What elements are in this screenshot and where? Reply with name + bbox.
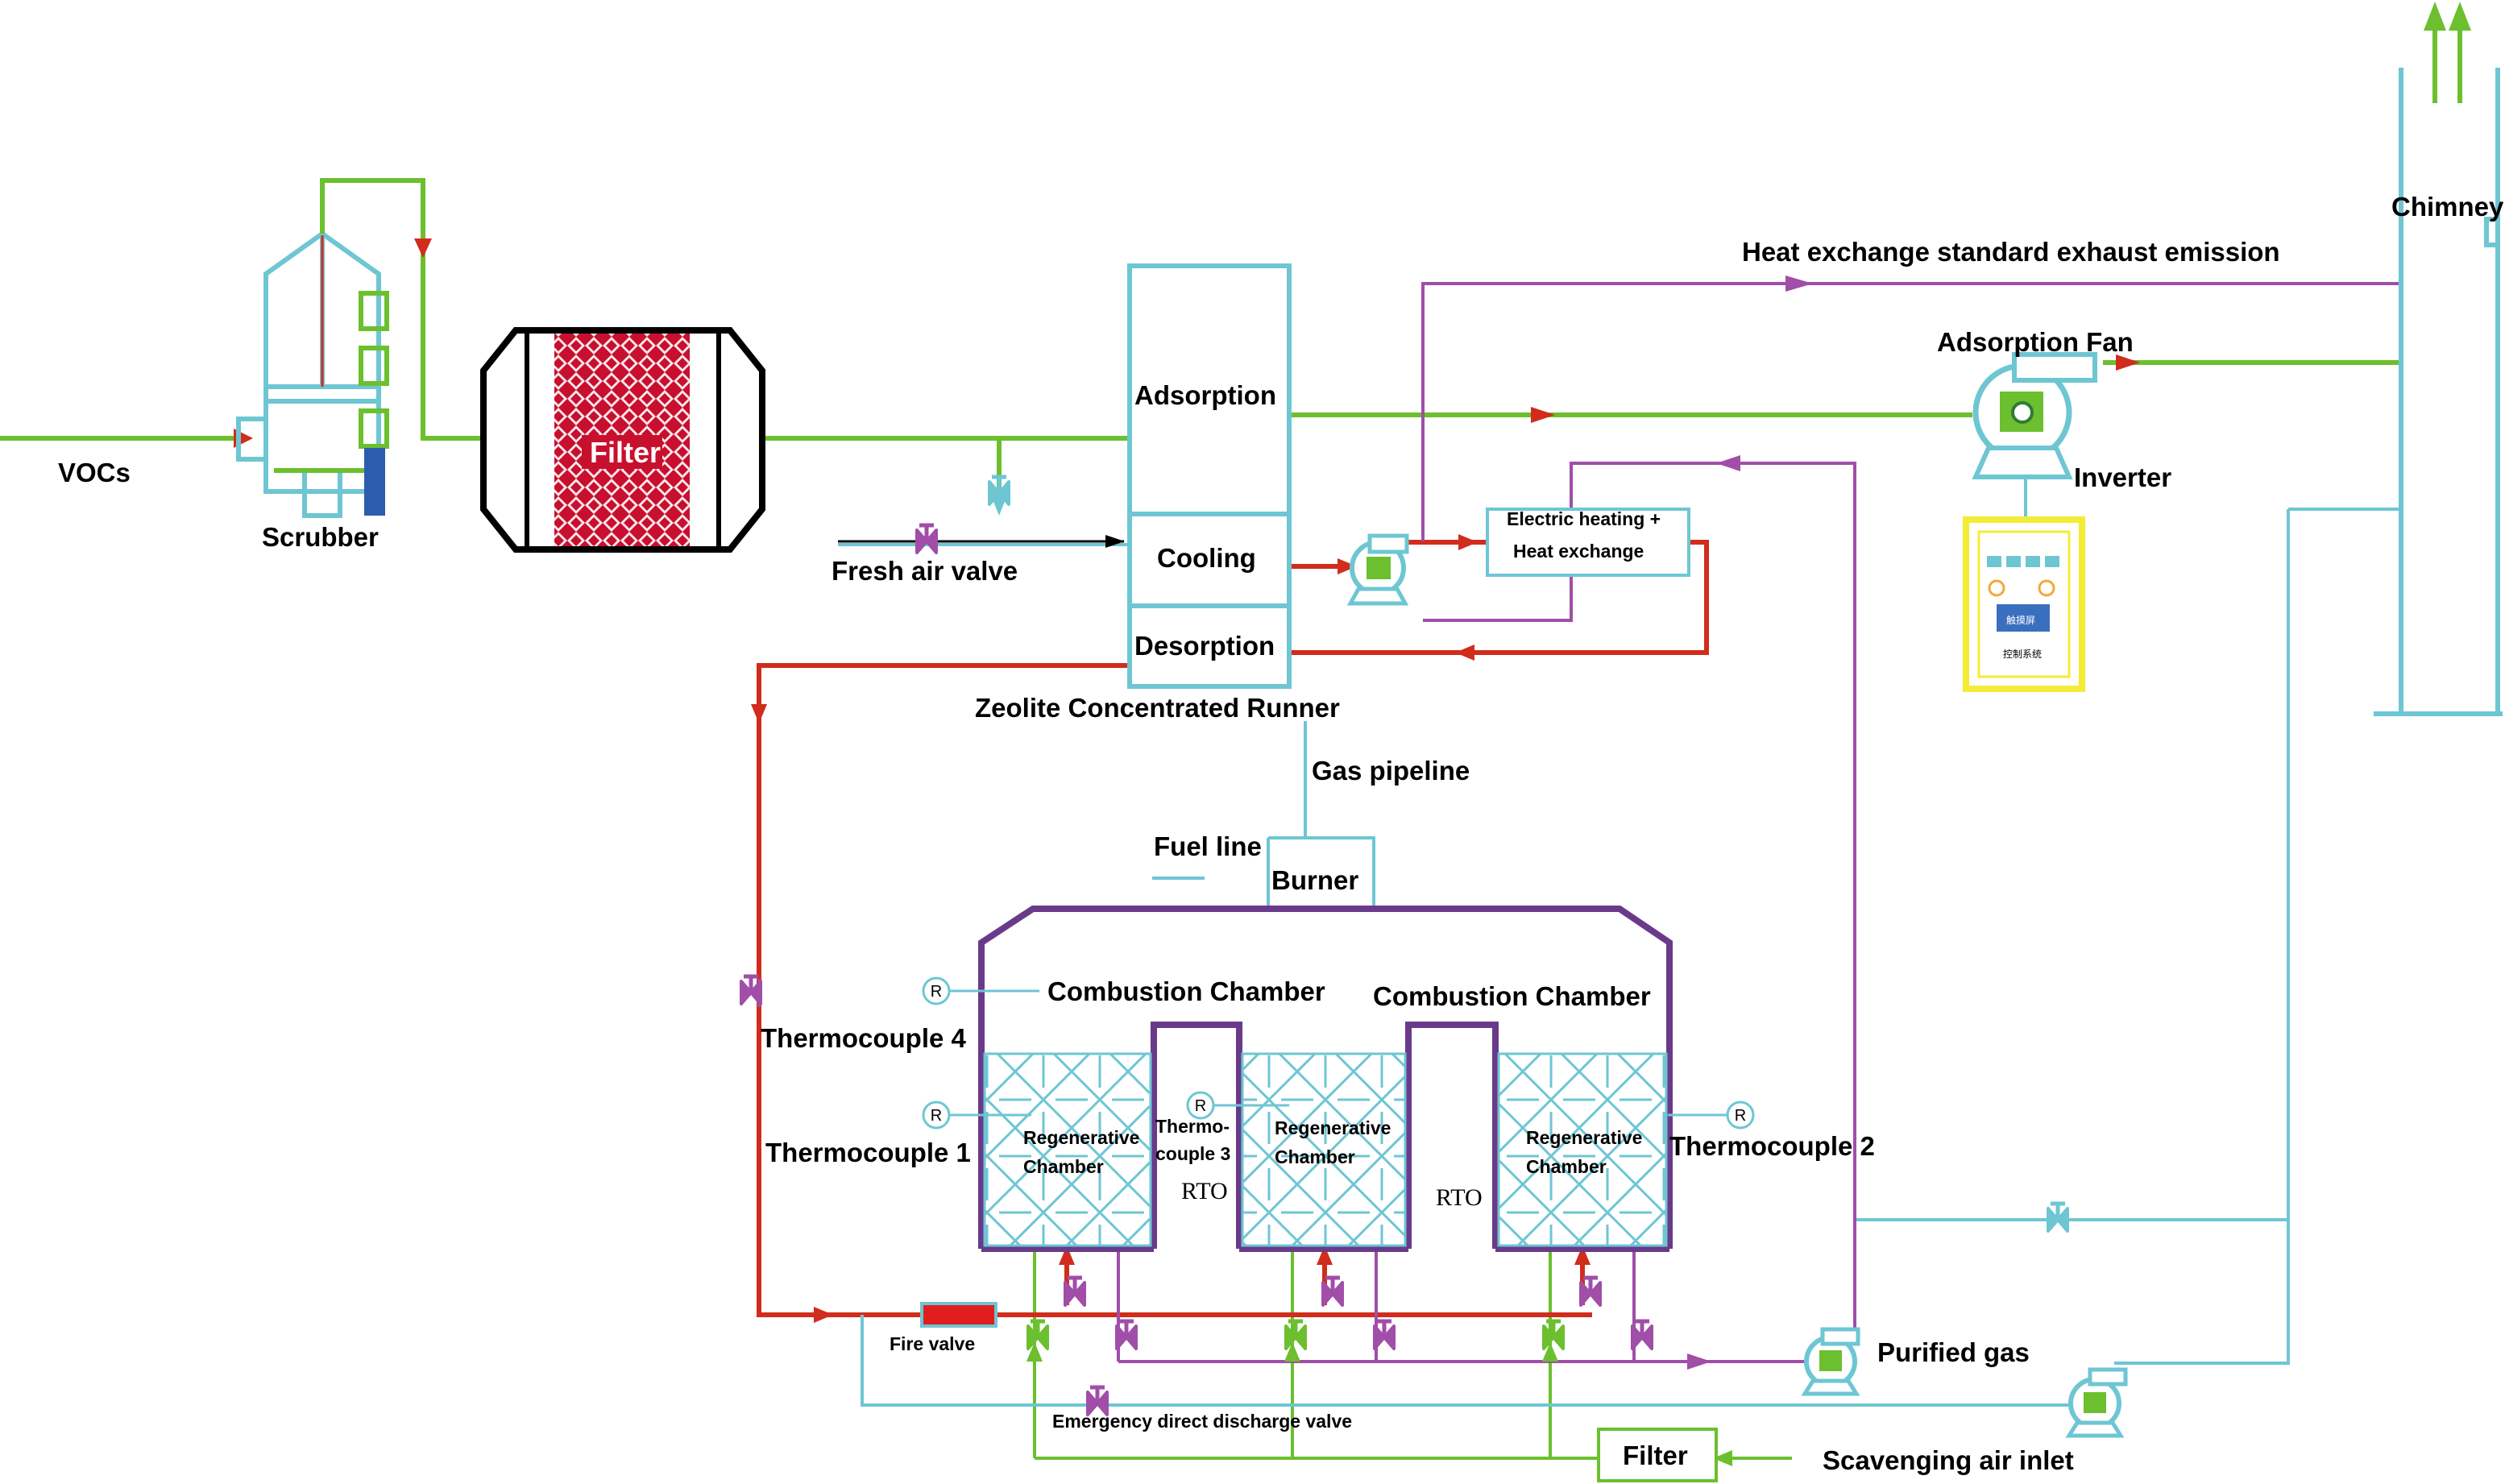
- thermocouple-1-symbol: R: [931, 1107, 942, 1125]
- valve-icon: [917, 525, 936, 553]
- thermocouple-1-label: Thermocouple 1: [765, 1138, 971, 1167]
- valve-icon: [1544, 1321, 1563, 1349]
- arrow-icon: [1026, 2, 2471, 1466]
- filter-bottom-label: Filter: [1623, 1440, 1688, 1470]
- thermocouple-3-label-2: couple 3: [1155, 1143, 1230, 1164]
- thermocouple-4-label: Thermocouple 4: [761, 1023, 967, 1053]
- combustion-chamber-left-label: Combustion Chamber: [1047, 976, 1325, 1006]
- fire-valve-label: Fire valve: [890, 1333, 975, 1354]
- valve-icon: [1286, 1321, 1305, 1349]
- thermocouple-symbols: R R R R: [931, 983, 1746, 1125]
- control-panel-icon: [1963, 516, 2085, 692]
- combustion-chamber-right-label: Combustion Chamber: [1373, 981, 1651, 1011]
- rto-label-left: RTO: [1181, 1178, 1228, 1204]
- control-panel-caption: 控制系统: [2003, 649, 2042, 660]
- fire-valve: [920, 1302, 997, 1328]
- thermocouple-2-symbol: R: [1735, 1107, 1746, 1125]
- regen-chamber-3-label-1: Regenerative: [1526, 1127, 1642, 1148]
- valve-icon: [1028, 1321, 1047, 1349]
- regen-chamber-1-label-2: Chamber: [1023, 1156, 1104, 1177]
- fan-icon: [1801, 1327, 1860, 1396]
- electric-heating-label-1: Electric heating +: [1507, 508, 1661, 529]
- fresh-air-valve-label: Fresh air valve: [832, 556, 1018, 586]
- adsorption-fan-label: Adsorption Fan: [1937, 327, 2134, 357]
- scrubber-details: [274, 185, 389, 473]
- purple-pipes: [757, 282, 2401, 1363]
- electric-heating-label-2: Heat exchange: [1513, 541, 1644, 562]
- chimney-icon: [2374, 68, 2503, 716]
- arrow-icon: [1687, 276, 1813, 1370]
- arrow-icon: [991, 495, 1007, 516]
- filter-housing: [480, 327, 765, 553]
- burner-label: Burner: [1271, 865, 1358, 895]
- cooling-label: Cooling: [1157, 543, 1256, 573]
- vocs-label: VOCs: [58, 458, 131, 487]
- adsorption-fan: [1972, 352, 2097, 479]
- thermocouple-2-label: Thermocouple 2: [1669, 1131, 1875, 1161]
- green-pipes: [0, 31, 2462, 495]
- burner-lines: [1267, 721, 1375, 909]
- arrow-icon: [1105, 535, 1125, 548]
- chimney-label: Chimney: [2391, 192, 2504, 222]
- inverter-label: Inverter: [2074, 462, 2171, 492]
- scrubber: [236, 230, 381, 518]
- fan-icon: [2065, 1367, 2128, 1438]
- fuel-line-label: Fuel line: [1154, 831, 1262, 861]
- scavenging-air-inlet-label: Scavenging air inlet: [1823, 1445, 2074, 1475]
- scrubber-pump: [364, 448, 385, 516]
- filter-label: Filter: [590, 436, 661, 469]
- regen-chamber-2-label-2: Chamber: [1275, 1146, 1355, 1167]
- valve-icon: [2048, 1204, 2067, 1231]
- desorption-label: Desorption: [1134, 631, 1275, 661]
- regen-chamber-3-label-2: Chamber: [1526, 1156, 1607, 1177]
- emergency-valve-label: Emergency direct discharge valve: [1052, 1411, 1352, 1432]
- zeolite-runner-label: Zeolite Concentrated Runner: [975, 693, 1340, 723]
- heat-exchange-emission-label: Heat exchange standard exhaust emission: [1742, 237, 2280, 267]
- thermocouple-3-label-1: Thermo-: [1155, 1116, 1230, 1137]
- regen-chamber-2-label-1: Regenerative: [1275, 1117, 1391, 1138]
- thermocouple-3-symbol: R: [1195, 1097, 1206, 1115]
- adsorption-label: Adsorption: [1134, 380, 1276, 410]
- thermocouple-icon: [922, 976, 1755, 1130]
- rto-label-right: RTO: [1436, 1184, 1483, 1211]
- thermocouple-4-symbol: R: [931, 983, 942, 1001]
- purified-gas-label: Purified gas: [1877, 1337, 2030, 1367]
- scavenging-filter-box: [1597, 1428, 1718, 1482]
- rto-unit: [978, 906, 1673, 1252]
- control-panel-title: 触摸屏: [2006, 615, 2035, 626]
- gas-pipeline-label: Gas pipeline: [1312, 756, 1470, 786]
- zeolite-runner: [1127, 263, 1292, 689]
- regen-chamber-1-label-1: Regenerative: [1023, 1127, 1139, 1148]
- scrubber-label: Scrubber: [262, 522, 379, 552]
- regenerative-chambers: [983, 1052, 1668, 1247]
- electric-heating-box: [1486, 508, 1690, 577]
- cyan-pipes: [838, 471, 2401, 1407]
- fan-icon: [1346, 533, 1409, 606]
